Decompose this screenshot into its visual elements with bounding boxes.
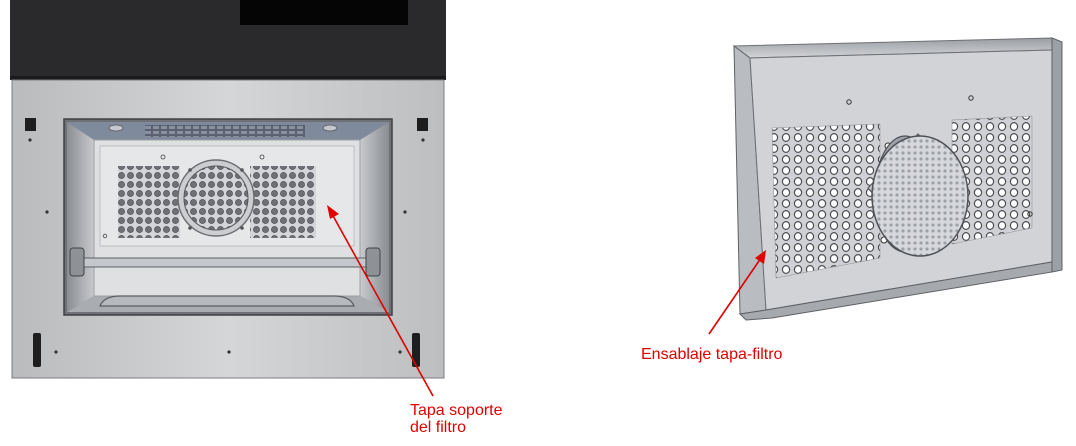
perforated-area-right bbox=[250, 166, 316, 238]
latch-right bbox=[417, 118, 428, 131]
callout-cover-filter-assembly: Ensablaje tapa-filtro bbox=[641, 346, 783, 363]
filter-disc bbox=[183, 165, 249, 231]
callout-filter-cover-support-line1: Tapa soporte bbox=[410, 402, 503, 419]
oven-display-panel bbox=[240, 0, 408, 25]
filter-mesh-disc bbox=[871, 135, 969, 257]
slot-right bbox=[412, 333, 420, 367]
assembly-perforation-left bbox=[771, 123, 881, 279]
cavity-right-wall bbox=[360, 122, 389, 312]
callout-filter-cover-support: Tapa soporte del filtro bbox=[410, 402, 503, 436]
slot-left bbox=[33, 333, 41, 367]
oven-tray bbox=[99, 295, 355, 307]
cavity-left-wall bbox=[67, 122, 94, 312]
perforated-area-left bbox=[118, 166, 180, 238]
arrow-right-icon bbox=[708, 250, 766, 335]
arrow-left-icon bbox=[327, 205, 434, 397]
oven-top-edge bbox=[10, 76, 446, 80]
oven-rack bbox=[75, 257, 379, 268]
oven-front bbox=[10, 0, 446, 379]
ceiling-vents bbox=[145, 125, 305, 137]
callout-filter-cover-support-line2: del filtro bbox=[410, 419, 467, 436]
cover-filter-assembly bbox=[732, 37, 1063, 321]
latch-left bbox=[25, 118, 36, 131]
